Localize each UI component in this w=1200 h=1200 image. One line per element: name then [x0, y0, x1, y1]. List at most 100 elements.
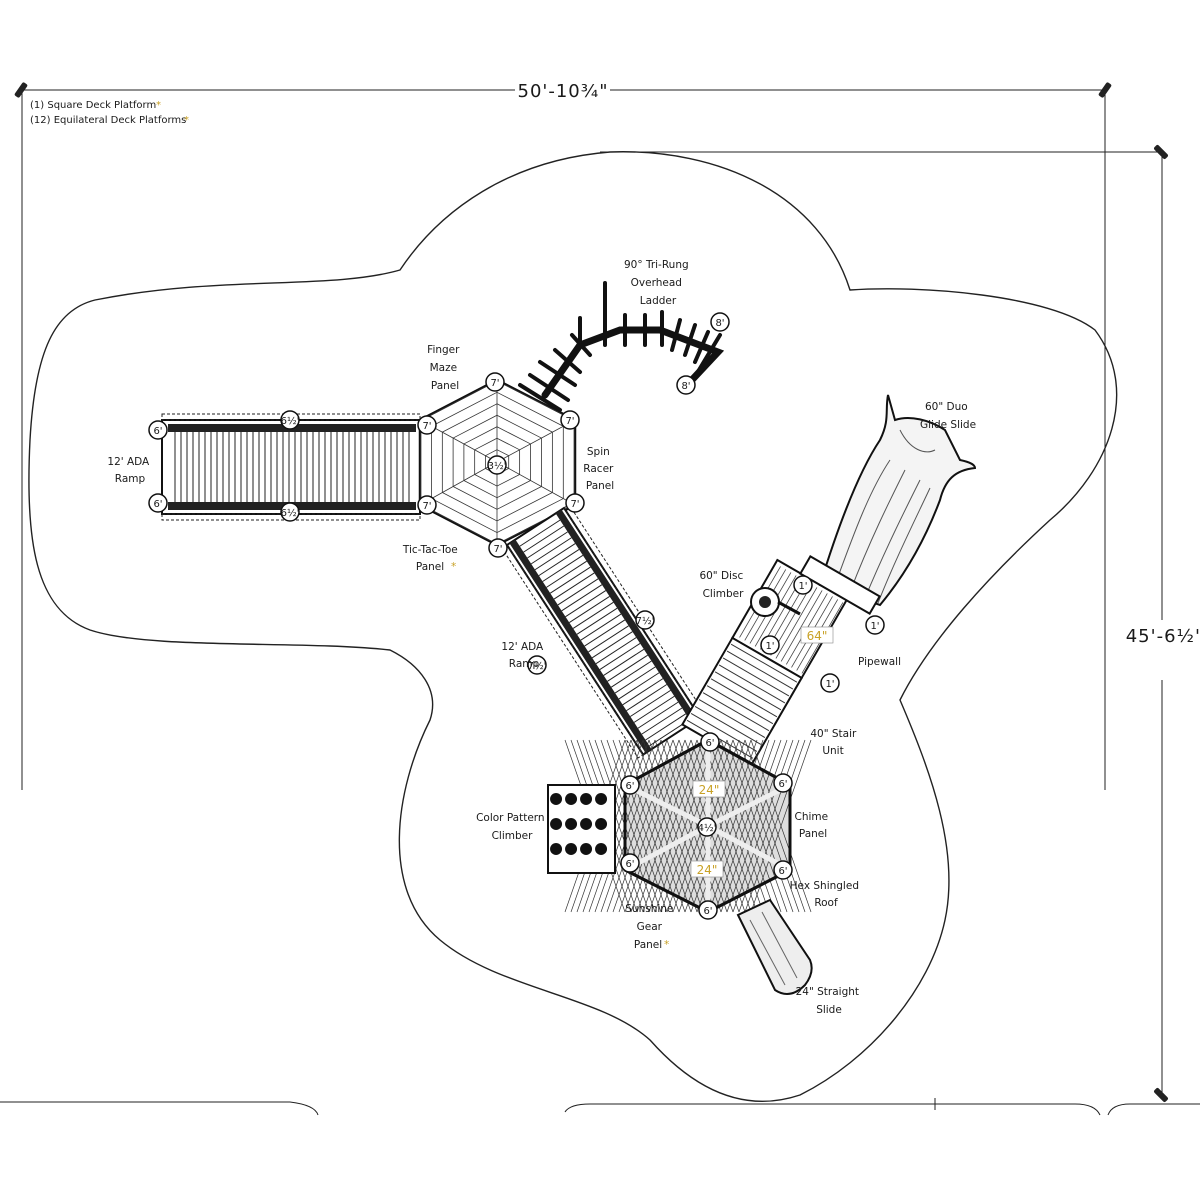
- label-finger-maze: Finger Maze Panel: [427, 344, 463, 392]
- height-marker-label: 8': [715, 318, 724, 329]
- height-marker: 6': [148, 420, 168, 440]
- height-marker: 4½': [697, 817, 717, 837]
- height-marker-label: 7': [493, 544, 502, 555]
- deck-height-label: 24": [699, 783, 720, 797]
- climber-holds: [550, 793, 608, 855]
- legend: (1) Square Deck Platform * (12) Equilate…: [30, 100, 189, 126]
- label-hex-roof: Hex Shingled Roof: [790, 880, 863, 909]
- height-dimension: 45'-6½": [1126, 626, 1200, 647]
- legend-item-equilateral-decks: (12) Equilateral Deck Platforms: [30, 115, 186, 126]
- height-marker: 7½': [635, 610, 655, 630]
- height-marker: 7': [485, 372, 505, 392]
- height-marker-label: 3½': [488, 460, 507, 472]
- height-marker: 6': [620, 853, 640, 873]
- height-marker-label: 6': [703, 906, 712, 917]
- height-marker-label: 1': [825, 679, 834, 690]
- label-pipewall: Pipewall: [858, 656, 901, 668]
- ramp-slats: [174, 432, 410, 502]
- legend-mark-1: *: [156, 100, 161, 111]
- label-tic-tac-toe: Tic-Tac-Toe Panel: [402, 544, 461, 573]
- deck-height-tag: 64": [800, 626, 834, 644]
- height-marker-label: 6': [778, 779, 787, 790]
- height-marker-label: 1': [798, 581, 807, 592]
- width-dimension: 50'-10¾": [518, 81, 609, 102]
- ramp-slats: [519, 519, 690, 747]
- deck-height-label: 64": [807, 629, 828, 643]
- label-spin-racer: Spin Racer Panel: [583, 446, 616, 492]
- overhead-ladder: [518, 281, 725, 412]
- height-marker-label: 7½': [528, 660, 547, 672]
- dimension-lines: 50'-10¾" 45'-6½": [14, 81, 1200, 1102]
- height-marker: 7': [565, 493, 585, 513]
- height-marker-label: 8': [681, 381, 690, 392]
- height-marker-label: 6½': [281, 507, 300, 519]
- height-marker-label: 7': [422, 421, 431, 432]
- deck-height-label: 24": [697, 863, 718, 877]
- height-marker: 7': [417, 415, 437, 435]
- height-marker: 6': [773, 773, 793, 793]
- height-marker-label: 6': [705, 738, 714, 749]
- height-marker-label: 6½': [281, 415, 300, 427]
- height-marker: 1': [865, 615, 885, 635]
- adjacent-zone-middle: [564, 1103, 1101, 1116]
- label-ada-ramp-mid: 12' ADA Ramp: [501, 641, 546, 670]
- legend-item-square-deck: (1) Square Deck Platform: [30, 100, 156, 111]
- height-marker-label: 7': [570, 499, 579, 510]
- label-straight-slide: 24" Straight Slide: [796, 986, 863, 1016]
- height-marker-label: 6': [625, 781, 634, 792]
- height-marker: 7': [488, 538, 508, 558]
- deck-height-tag: 24": [692, 780, 726, 798]
- height-marker: 1': [793, 575, 813, 595]
- label-ada-ramp-left: 12' ADA Ramp: [107, 456, 152, 485]
- stair-treads: [686, 643, 798, 759]
- label-sunshine-gear: Sunshine Gear Panel: [625, 903, 676, 951]
- height-marker-label: 7': [490, 378, 499, 389]
- height-marker: 1': [820, 673, 840, 693]
- color-pattern-climber: [547, 784, 616, 874]
- height-marker: 6': [698, 900, 718, 920]
- duo-glide-slide: [798, 394, 977, 616]
- safety-zone-outline: [28, 151, 1118, 1103]
- height-marker-label: 6': [153, 426, 162, 437]
- height-marker-label: 7½': [636, 615, 655, 627]
- height-marker: 7': [560, 410, 580, 430]
- ada-ramp-diagonal: [501, 504, 706, 759]
- deck-height-tag: 24": [690, 860, 724, 878]
- label-disc-climber: 60" Disc Climber: [699, 570, 746, 600]
- label-stair-unit: 40" Stair Unit: [810, 728, 859, 757]
- height-marker: 7½': [527, 655, 547, 675]
- height-marker-label: 1': [870, 621, 879, 632]
- height-markers: 6' 6' 6½' 6½' 7' 7' 7' 3½' 7' 7' 7' 8' 8' 7½' 7½' 1' 1' 1…: [148, 312, 885, 920]
- label-color-pattern: Color Pattern Climber: [476, 812, 548, 842]
- adjacent-zone-right: [1107, 1103, 1200, 1116]
- adjacent-zone-left: [0, 1101, 319, 1116]
- label-overhead-ladder: 90° Tri-Rung Overhead Ladder: [624, 259, 692, 307]
- height-marker-label: 7': [422, 501, 431, 512]
- label-chime: Chime Panel: [795, 811, 832, 840]
- height-marker: 7': [417, 495, 437, 515]
- component-labels: 90° Tri-Rung Overhead Ladder Finger Maze…: [107, 259, 976, 1016]
- label-duo-glide: 60" Duo Glide Slide: [920, 401, 976, 431]
- height-marker: 6': [700, 732, 720, 752]
- height-marker: 6½': [280, 410, 300, 430]
- legend-mark-2: *: [184, 115, 189, 126]
- height-marker: 8': [710, 312, 730, 332]
- height-marker: 6': [773, 860, 793, 880]
- height-marker: 6': [620, 775, 640, 795]
- height-marker-label: 6': [778, 866, 787, 877]
- height-marker: 1': [760, 635, 780, 655]
- height-marker-label: 4½': [698, 822, 717, 834]
- height-marker-label: 6': [153, 499, 162, 510]
- height-marker: 6': [148, 493, 168, 513]
- disc-climber: [750, 587, 801, 617]
- height-marker-label: 7': [565, 416, 574, 427]
- height-marker: 6½': [280, 502, 300, 522]
- straight-slide: [736, 898, 813, 995]
- tic-tac-toe-mark: *: [451, 561, 456, 573]
- height-marker-label: 6': [625, 859, 634, 870]
- sunshine-gear-mark: *: [664, 939, 669, 951]
- height-marker-label: 1': [765, 641, 774, 652]
- height-marker: 8': [676, 375, 696, 395]
